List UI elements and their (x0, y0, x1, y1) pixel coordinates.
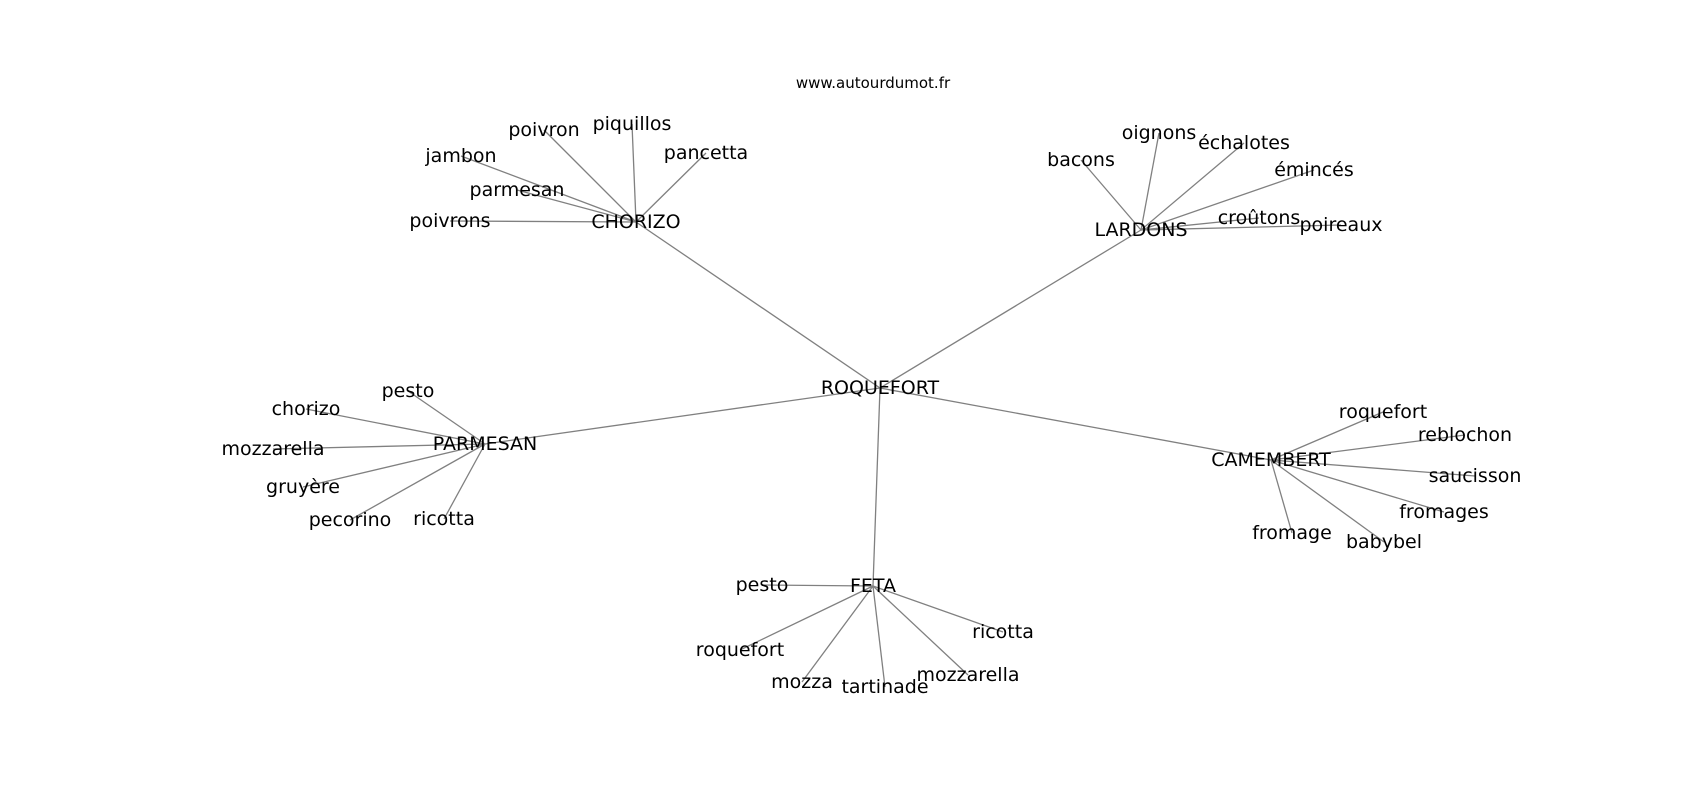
edge-lardons-to-leaf (1140, 132, 1160, 231)
leaf-node-label: jambon (424, 145, 496, 167)
leaf-node-label: poireaux (1300, 214, 1383, 236)
site-credit: www.autourdumot.fr (796, 74, 951, 92)
edge-feta-to-leaf (739, 585, 874, 651)
edge-parmesan-to-leaf (349, 443, 486, 521)
edge-parmesan-to-leaf (305, 408, 486, 445)
edge-parmesan-to-leaf (302, 443, 486, 488)
leaf-node-label: poivron (508, 119, 579, 141)
edge-feta-to-leaf (872, 585, 886, 688)
edge-feta-to-leaf (872, 585, 1004, 633)
hub-node-label: PARMESAN (433, 433, 537, 455)
edge-camembert-to-leaf (1270, 434, 1466, 461)
leaf-node-label: pesto (382, 380, 435, 402)
leaf-node-label: ricotta (413, 508, 475, 530)
edge-camembert-to-leaf (1270, 459, 1293, 534)
edge-lardons-to-leaf (1140, 169, 1315, 231)
leaf-node-label: saucisson (1429, 465, 1522, 487)
leaf-node-label: fromages (1399, 501, 1489, 523)
hub-node-label: CAMEMBERT (1211, 449, 1331, 471)
hub-node-label: FETA (850, 575, 896, 597)
leaf-node-label: mozzarella (916, 664, 1019, 686)
leaf-node-label: fromage (1252, 522, 1332, 544)
hub-node-label: LARDONS (1094, 219, 1187, 241)
edge-parmesan-to-leaf (407, 390, 486, 445)
leaf-node-label: roquefort (1339, 401, 1427, 423)
leaf-node-label: échalotes (1198, 132, 1290, 154)
leaf-node-label: poivrons (409, 210, 490, 232)
leaf-node-label: croûtons (1218, 207, 1301, 229)
edge-camembert-to-leaf (1270, 459, 1385, 543)
leaf-node-label: ricotta (972, 621, 1034, 643)
edge-root-to-camembert (879, 387, 1272, 461)
edge-camembert-to-leaf (1270, 411, 1384, 461)
edge-lardons-to-leaf (1140, 217, 1260, 231)
edge-root-to-lardons (879, 229, 1142, 389)
leaf-node-label: gruyère (266, 476, 340, 498)
edge-camembert-to-leaf (1270, 459, 1476, 477)
leaf-node-label: parmesan (470, 179, 565, 201)
leaf-node-label: piquillos (593, 113, 672, 135)
edge-root-to-chorizo (635, 221, 881, 389)
root-node-label: ROQUEFORT (821, 377, 940, 399)
leaf-node-label: tartinade (841, 676, 928, 698)
edge-chorizo-to-leaf (635, 152, 707, 223)
leaf-node-label: oignons (1122, 122, 1197, 144)
leaf-node-label: pancetta (664, 142, 748, 164)
leaf-node-label: bacons (1047, 149, 1115, 171)
hub-node-label: CHORIZO (591, 211, 680, 233)
edge-chorizo-to-leaf (460, 155, 637, 223)
leaf-node-label: babybel (1346, 531, 1422, 553)
edge-parmesan-to-leaf (272, 443, 486, 450)
edge-chorizo-to-leaf (516, 189, 637, 223)
graph-edges (272, 123, 1476, 688)
edge-chorizo-to-leaf (543, 129, 637, 223)
leaf-node-label: roquefort (696, 639, 784, 661)
edge-root-to-parmesan (484, 387, 881, 445)
leaf-node-label: pesto (736, 574, 789, 596)
edge-chorizo-to-leaf (449, 220, 637, 223)
leaf-node-label: pecorino (309, 509, 392, 531)
edge-lardons-to-leaf (1080, 159, 1142, 231)
leaf-node-label: émincés (1274, 159, 1354, 181)
graph-labels: ROQUEFORT CHORIZO poivron piquillos pancetta… (221, 113, 1521, 698)
leaf-node-label: chorizo (272, 398, 341, 420)
edge-camembert-to-leaf (1270, 459, 1445, 513)
edge-feta-to-leaf (761, 584, 874, 587)
edge-lardons-to-leaf (1140, 142, 1245, 231)
edge-root-to-feta (872, 387, 881, 587)
leaf-node-label: reblochon (1418, 424, 1512, 446)
edge-feta-to-leaf (872, 585, 969, 676)
edge-parmesan-to-leaf (443, 443, 486, 520)
edge-lardons-to-leaf (1140, 224, 1342, 231)
edge-feta-to-leaf (801, 585, 874, 683)
leaf-node-label: mozza (771, 671, 833, 693)
leaf-node-label: mozzarella (221, 438, 324, 460)
edge-chorizo-to-leaf (631, 123, 637, 223)
